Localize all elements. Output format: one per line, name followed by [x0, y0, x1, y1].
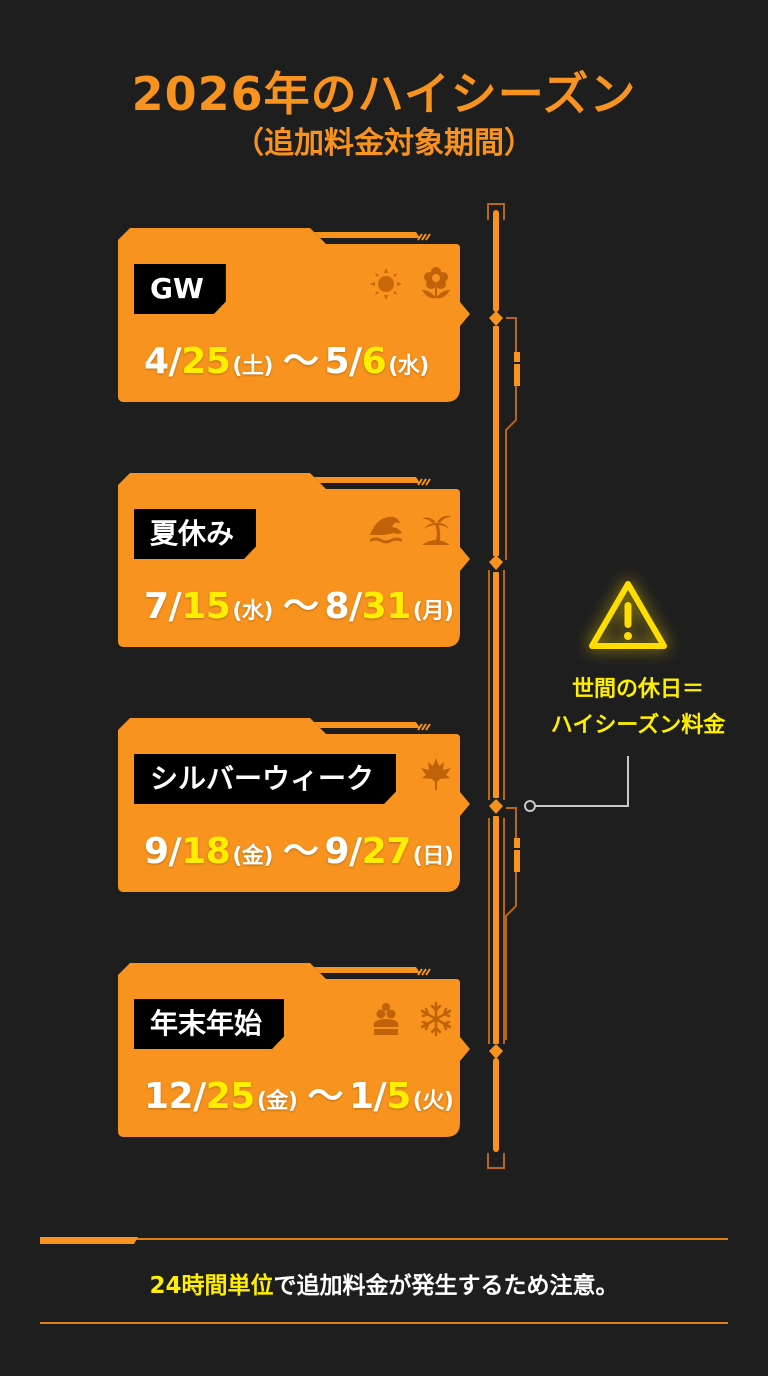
- period-label: GW: [134, 264, 226, 314]
- period-card-gw: GW 4/25(土) ～5/6(水): [118, 228, 470, 403]
- period-label: 夏休み: [134, 509, 256, 559]
- start-day: 25: [181, 341, 231, 382]
- period-icons: [418, 756, 454, 792]
- footer-text: で追加料金が発生するため注意。: [273, 1273, 619, 1299]
- period-dates: 12/25(金) ～1/5(火): [144, 1067, 457, 1119]
- kagami-mochi-icon: [373, 1003, 399, 1035]
- start-weekday: (水): [232, 599, 273, 624]
- start-day: 15: [181, 586, 231, 627]
- period-label: 年末年始: [134, 999, 284, 1049]
- end-weekday: (水): [388, 354, 429, 379]
- start-weekday: (土): [232, 354, 273, 379]
- range-tilde: ～: [282, 831, 319, 872]
- end-day: 6: [361, 341, 387, 382]
- range-tilde: ～: [282, 586, 319, 627]
- end-weekday: (火): [412, 1089, 454, 1114]
- period-card-new-year: 年末年始 12/25(金) ～1/5(火): [118, 963, 470, 1138]
- start-month: 12/: [144, 1076, 206, 1117]
- range-tilde: ～: [282, 341, 319, 382]
- period-dates: 9/18(金)～9/27(日): [144, 822, 457, 874]
- palm-tree-icon: [422, 515, 451, 545]
- start-day: 18: [181, 831, 231, 872]
- end-month: 5/: [324, 341, 362, 382]
- flower-icon: [422, 267, 450, 299]
- page-subtitle: （追加料金対象期間）: [234, 126, 534, 161]
- period-dates: 4/25(土) ～5/6(水): [144, 332, 433, 384]
- start-month: 7/: [144, 586, 182, 627]
- start-month: 4/: [144, 341, 182, 382]
- wave-icon: [370, 516, 402, 544]
- range-tilde: ～: [307, 1076, 343, 1117]
- callout-text: 世間の休日＝ ハイシーズン料金: [518, 672, 758, 744]
- snowflake-icon: [420, 1001, 452, 1037]
- end-day: 27: [361, 831, 412, 872]
- period-icons: [368, 511, 454, 547]
- period-icons: [368, 1001, 454, 1037]
- start-month: 9/: [144, 831, 182, 872]
- sun-icon: [370, 268, 402, 300]
- callout-line-2: ハイシーズン料金: [550, 713, 726, 738]
- warning-icon: [589, 581, 667, 649]
- end-weekday: (日): [412, 844, 454, 869]
- maple-leaf-icon: [421, 758, 451, 790]
- footer-highlight: 24時間単位: [149, 1273, 274, 1299]
- end-month: 8/: [324, 586, 362, 627]
- page-title: 2026年のハイシーズン: [131, 67, 637, 121]
- start-weekday: (金): [256, 1089, 298, 1114]
- start-day: 25: [205, 1076, 256, 1117]
- period-card-silver-week: シルバーウィーク 9/18(金)～9/27(日): [118, 718, 470, 893]
- end-weekday: (月): [412, 599, 454, 624]
- end-month: 9/: [324, 831, 362, 872]
- end-day: 5: [386, 1076, 411, 1117]
- end-day: 31: [361, 586, 412, 627]
- end-month: 1/: [349, 1076, 387, 1117]
- period-card-summer: 夏休み 7/15(水) ～8/31(月): [118, 473, 470, 648]
- period-icons: [368, 266, 454, 302]
- period-dates: 7/15(水) ～8/31(月): [144, 577, 457, 629]
- period-label: シルバーウィーク: [134, 754, 396, 804]
- footer-note: 24時間単位で追加料金が発生するため注意。: [0, 1266, 768, 1300]
- callout-line-1: 世間の休日＝: [571, 677, 704, 702]
- start-weekday: (金): [232, 844, 273, 869]
